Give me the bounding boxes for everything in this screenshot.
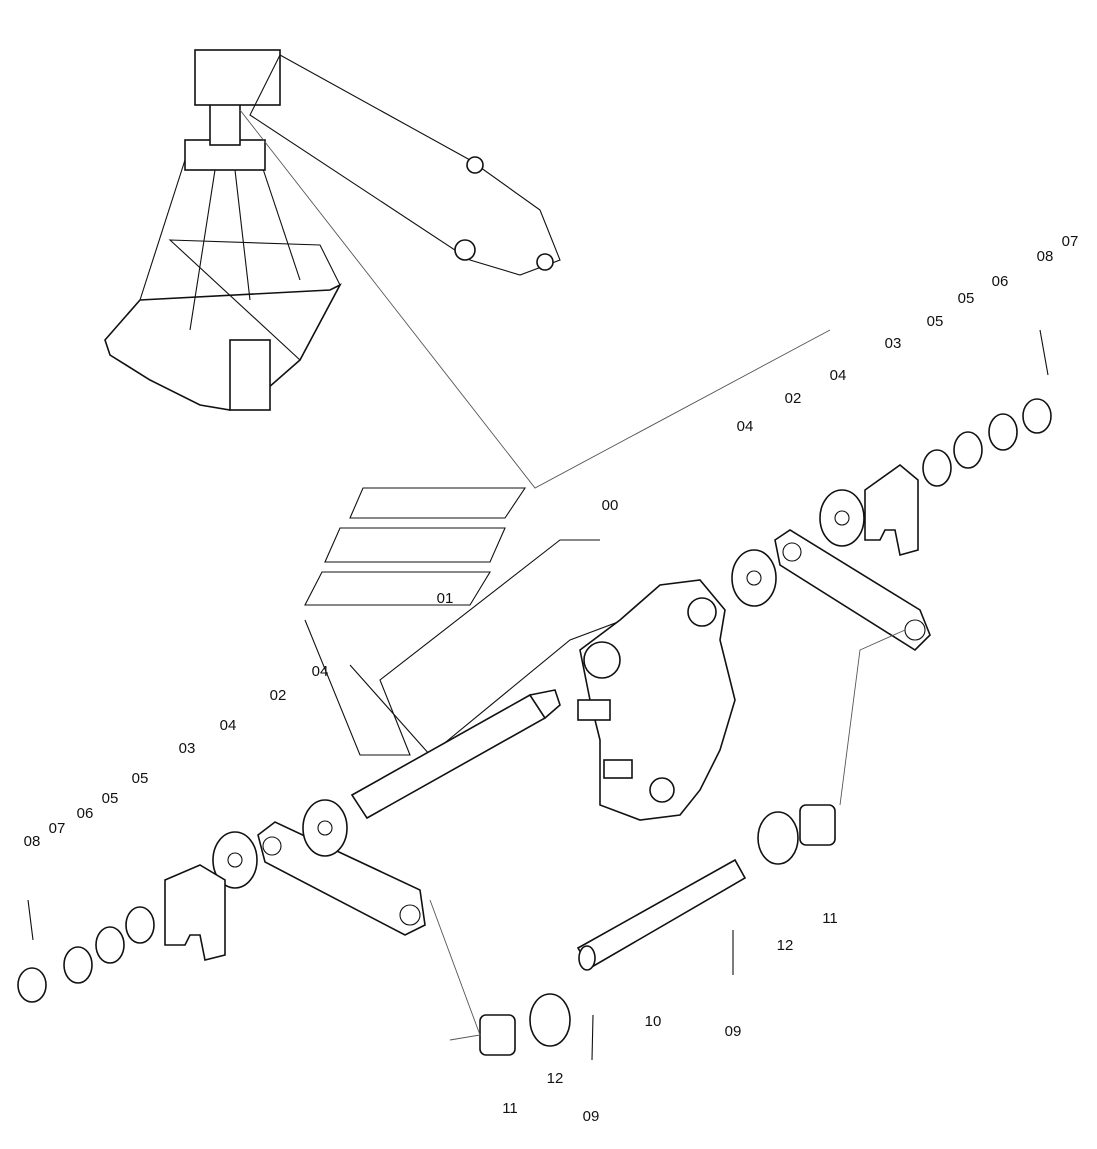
part-00-bracket [577,579,736,821]
callout-06: 06 [77,805,94,822]
callout-12: 12 [547,1070,564,1087]
part-02-links [257,529,931,936]
callout-07: 07 [49,820,66,837]
callout-09: 09 [583,1108,600,1125]
bushings-and-spacers [479,804,836,1056]
callout-05: 05 [958,290,975,307]
callout-05: 05 [927,313,944,330]
washers [17,398,1052,1003]
callout-08: 08 [1037,248,1054,265]
callout-02: 02 [785,390,802,407]
callout-02: 02 [270,687,287,704]
callout-05: 05 [132,770,149,787]
callout-04: 04 [220,717,237,734]
reference-frame-outline [304,487,651,756]
callout-06: 06 [992,273,1009,290]
callout-04: 04 [312,663,329,680]
callout-11: 11 [822,910,838,927]
cotter-pins [27,329,1049,1061]
callout-04: 04 [737,418,754,435]
crane-grab-overview [104,49,561,411]
callout-01: 01 [437,590,454,607]
callout-08: 08 [24,833,41,850]
callout-10: 10 [645,1013,662,1030]
callout-04: 04 [830,367,847,384]
callout-00: 00 [602,497,619,514]
callout-05: 05 [102,790,119,807]
callout-09: 09 [725,1023,742,1040]
callout-03: 03 [179,740,196,757]
callout-labels: 00 01 02 02 03 03 04 04 04 04 05 05 05 0… [24,233,1079,1125]
part-01-shaft [350,689,561,820]
part-03-plates [164,463,919,961]
callout-03: 03 [885,335,902,352]
callout-11: 11 [502,1100,518,1117]
part-10-pin [576,858,747,971]
callout-07: 07 [1062,233,1079,250]
callout-12: 12 [777,937,794,954]
